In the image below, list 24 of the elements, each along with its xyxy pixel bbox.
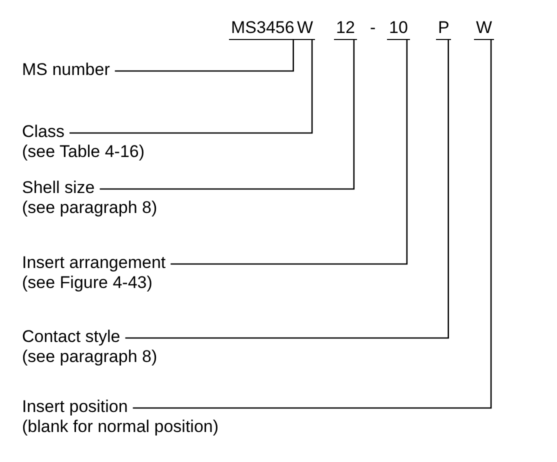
leader-line [114, 40, 294, 72]
leader-line [132, 40, 492, 409]
code-segment: MS3456 [229, 18, 296, 40]
field-name: Contact style [22, 327, 120, 347]
field-name: Insert position [22, 397, 128, 417]
code-segment: P [436, 18, 452, 40]
leader-line [125, 40, 449, 339]
field-note: (see paragraph 8) [22, 198, 158, 218]
field-note: (blank for normal position) [22, 417, 219, 437]
field-name: Shell size [22, 178, 95, 198]
field-note: (see paragraph 8) [22, 347, 158, 367]
field-name: MS number [22, 60, 110, 80]
field-note: (see Table 4-16) [22, 142, 145, 162]
field-name: Class [22, 122, 65, 142]
code-segment: W [474, 18, 494, 40]
leader-line [70, 40, 313, 134]
leader-line [170, 40, 408, 265]
separator-dash: - [370, 18, 376, 38]
code-segment: 12 [334, 18, 357, 40]
leader-line [100, 40, 355, 190]
field-note: (see Figure 4-43) [22, 273, 154, 293]
code-segment: W [295, 18, 316, 40]
field-name: Insert arrangement [22, 253, 166, 273]
code-segment: 10 [387, 18, 410, 40]
